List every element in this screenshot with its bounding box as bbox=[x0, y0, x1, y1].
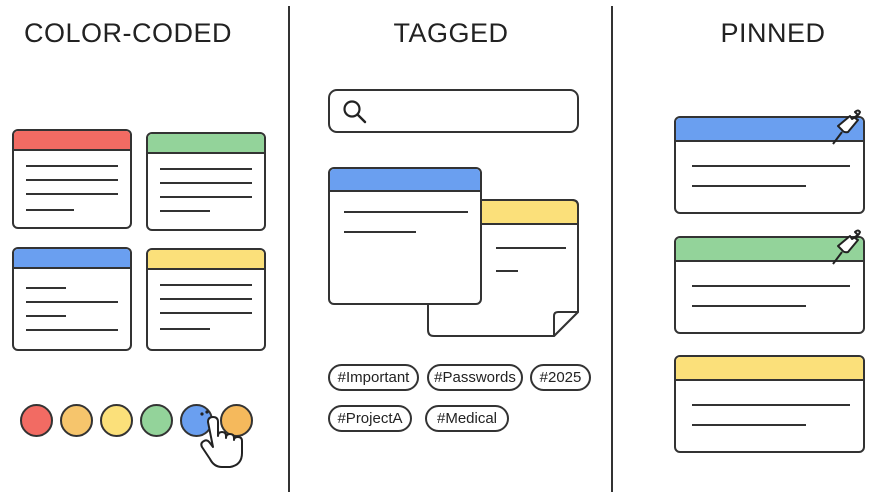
tag-medical[interactable]: #Medical bbox=[425, 405, 509, 432]
card-header bbox=[14, 131, 130, 151]
search-input[interactable] bbox=[328, 89, 579, 133]
color-swatch-red[interactable] bbox=[20, 404, 53, 437]
card-header bbox=[148, 134, 264, 154]
search-icon bbox=[343, 100, 367, 124]
pushpin-icon bbox=[832, 229, 861, 265]
card-header bbox=[676, 118, 863, 142]
pinned-card-green[interactable] bbox=[674, 236, 865, 334]
tag-important[interactable]: #Important bbox=[328, 364, 419, 391]
note-card-blue-front[interactable] bbox=[328, 167, 482, 305]
card-header bbox=[148, 250, 264, 270]
hand-pointer-icon bbox=[200, 410, 243, 468]
note-card-green[interactable] bbox=[146, 132, 266, 231]
color-swatch-green[interactable] bbox=[140, 404, 173, 437]
note-card-yellow-unpinned[interactable] bbox=[674, 355, 865, 453]
card-header bbox=[676, 238, 863, 262]
note-card-red[interactable] bbox=[12, 129, 132, 229]
card-header bbox=[676, 357, 863, 381]
card-header bbox=[330, 169, 480, 192]
section-title-tagged: TAGGED bbox=[393, 18, 509, 48]
section-title-color-coded: COLOR-CODED bbox=[23, 18, 232, 48]
note-card-blue[interactable] bbox=[12, 247, 132, 351]
divider bbox=[611, 6, 613, 492]
card-header bbox=[14, 249, 130, 269]
tag-passwords[interactable]: #Passwords bbox=[427, 364, 523, 391]
divider bbox=[288, 6, 290, 492]
pinned-card-blue[interactable] bbox=[674, 116, 865, 214]
pushpin-icon bbox=[832, 109, 861, 145]
tag-2025[interactable]: #2025 bbox=[530, 364, 591, 391]
section-title-pinned: PINNED bbox=[720, 18, 826, 48]
note-card-yellow[interactable] bbox=[146, 248, 266, 351]
color-swatch-yellow[interactable] bbox=[100, 404, 133, 437]
color-swatch-orange[interactable] bbox=[60, 404, 93, 437]
color-swatch-amber[interactable] bbox=[220, 404, 253, 437]
tag-projecta[interactable]: #ProjectA bbox=[328, 405, 412, 432]
